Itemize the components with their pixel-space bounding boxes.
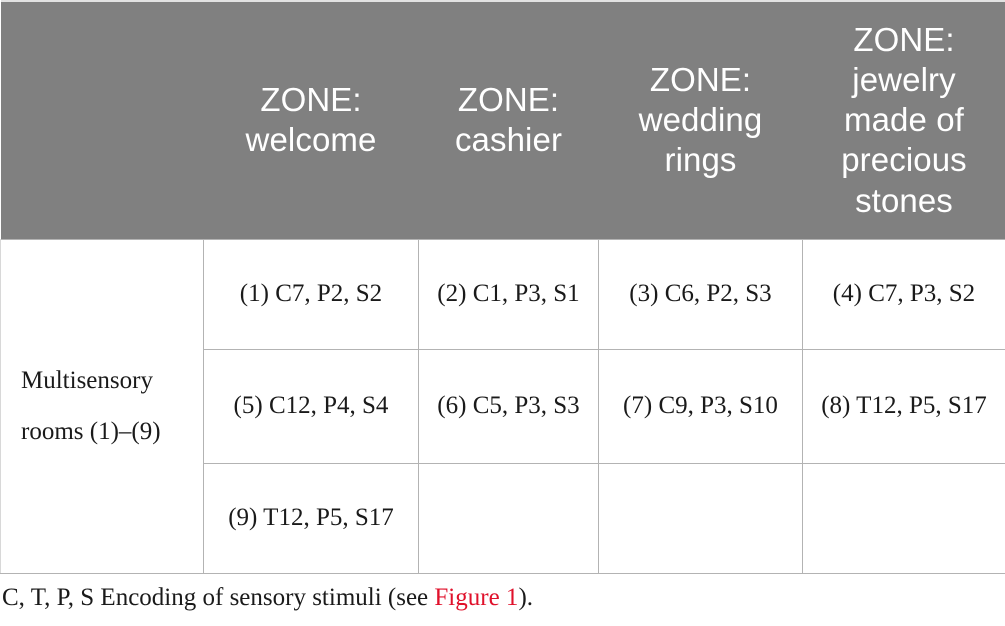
table-row: (9) T12, P5, S17 [1,462,1005,574]
header-row: ZONE: welcome ZONE: cashier ZONE: weddin… [0,1,1005,239]
header-cell-wedding-rings: ZONE: wedding rings [598,1,803,239]
header-label-prefix-cashier: ZONE: [457,81,560,118]
cell-cashier-6: (6) C5, P3, S3 [418,348,599,464]
header-label-prefix-welcome: ZONE: [260,81,362,118]
cell-welcome-9: (9) T12, P5, S17 [203,462,419,574]
zones-table: ZONE: welcome ZONE: cashier ZONE: weddin… [0,0,1005,574]
header-cell-jewelry-precious-stones: ZONE: jewelry made of precious stones [802,1,1005,239]
footnote-text-after: ). [518,584,534,611]
table-footnote: C, T, P, S Encoding of sensory stimuli (… [2,582,1002,615]
header-label-prefix-jewelry: ZONE: [853,20,955,58]
header-label-prefix-wedding-rings: ZONE: [649,60,752,98]
figure-1-link[interactable]: Figure 1 [434,584,519,611]
cell-wedding-rings-3: (3) C6, P2, S3 [598,238,803,350]
cell-jewelry-4: (4) C7, P3, S2 [802,238,1005,350]
header-label-name-wedding-rings: wedding rings [638,101,763,179]
cell-wedding-rings-7: (7) C9, P3, S10 [598,348,803,464]
header-cell-welcome: ZONE: welcome [203,1,419,239]
header-label-name-welcome: welcome [245,121,377,159]
cell-welcome-5: (5) C12, P4, S4 [203,348,419,464]
cell-cashier-empty [418,462,599,574]
cell-wedding-rings-empty [598,462,803,574]
cell-cashier-2: (2) C1, P3, S1 [418,238,599,350]
table-row: Multisensory rooms (1)–(9) (1) C7, P2, S… [0,238,1005,574]
cell-welcome-1: (1) C7, P2, S2 [203,238,419,350]
cell-jewelry-empty [802,462,1005,574]
header-cell-cashier: ZONE: cashier [418,1,599,239]
table-body: Multisensory rooms (1)–(9) (1) C7, P2, S… [0,238,1005,574]
footnote-text-before: C, T, P, S Encoding of sensory stimuli (… [2,584,435,611]
row-label-multisensory-rooms: Multisensory rooms (1)–(9) [0,238,204,574]
header-cell-blank [0,1,204,239]
header-label-name-cashier: cashier [454,121,563,159]
cell-jewelry-8: (8) T12, P5, S17 [802,348,1005,464]
header-label-name-jewelry: jewelry made of precious stones [841,60,967,219]
table-header: ZONE: welcome ZONE: cashier ZONE: weddin… [0,1,1005,239]
